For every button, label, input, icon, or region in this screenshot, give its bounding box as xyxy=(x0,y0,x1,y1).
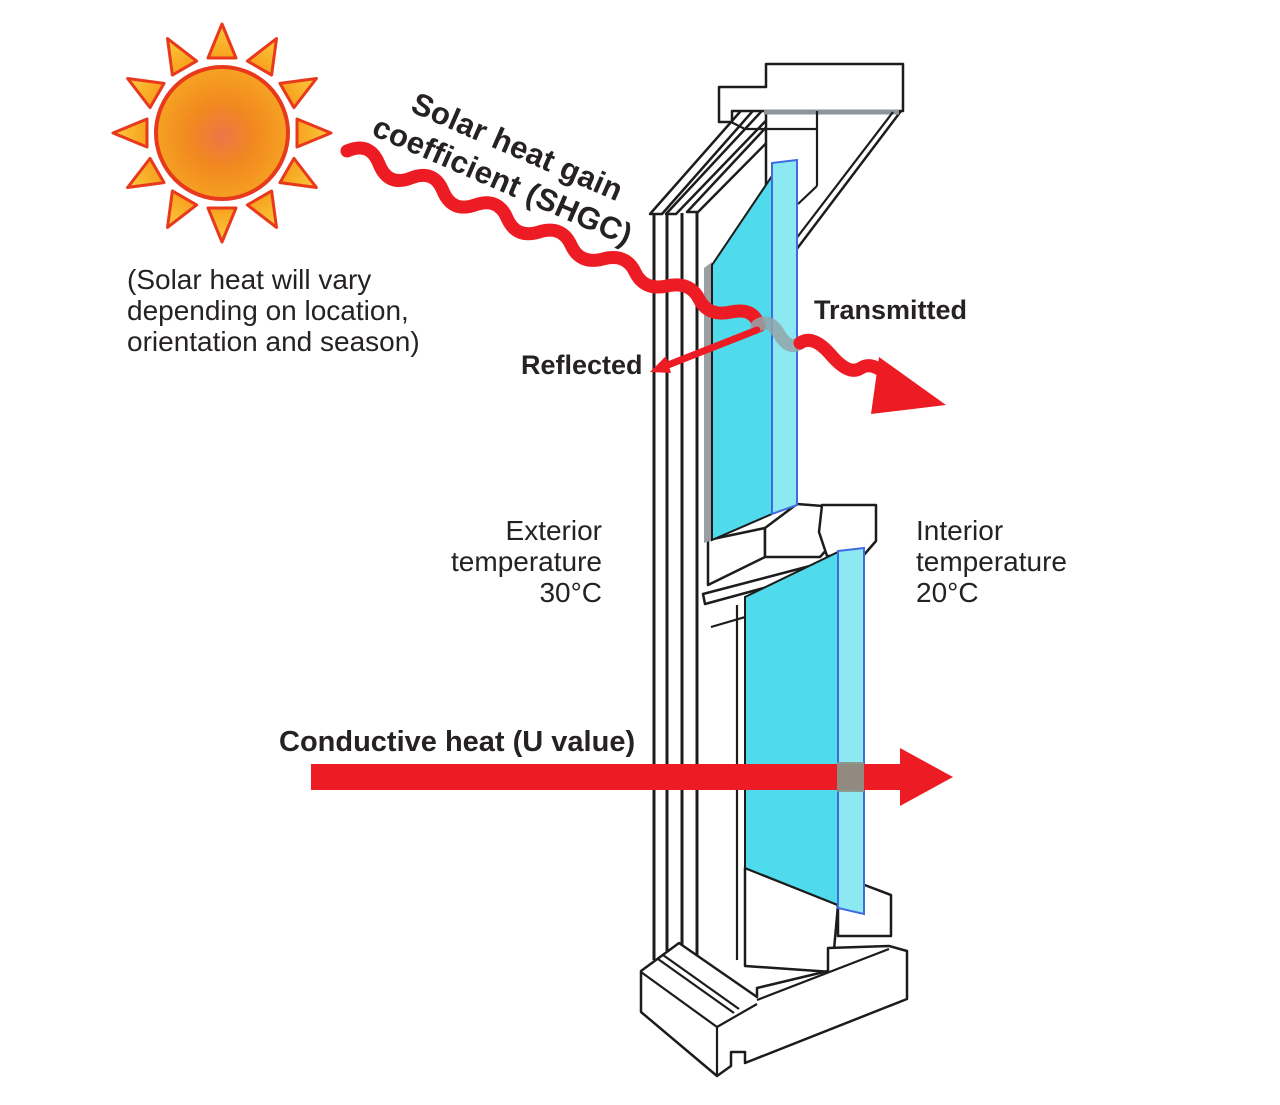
sun-disc xyxy=(154,65,290,201)
lower-sash-top-rail xyxy=(817,503,878,558)
sun-ray xyxy=(153,189,199,236)
conductive-bar xyxy=(311,764,901,790)
sun-ray xyxy=(119,64,166,110)
solar-variability-note: (Solar heat will vary depending on locat… xyxy=(127,264,420,357)
head-pocket-line xyxy=(730,121,746,130)
reflected-label: Reflected xyxy=(521,350,643,380)
sill-silhouette xyxy=(639,941,909,1078)
conductive-arrow xyxy=(311,748,953,806)
head-pocket-line xyxy=(797,185,818,205)
reflected-arrow xyxy=(650,326,761,373)
sill-groove xyxy=(657,958,735,1014)
sill xyxy=(639,941,909,1078)
glass-front-face xyxy=(711,172,773,542)
shgc-wavy-arrow xyxy=(340,141,946,414)
glass-left-edge xyxy=(704,262,712,543)
head-chamfer-line xyxy=(788,111,894,249)
sun-ray xyxy=(206,22,238,60)
glass-edge-strip xyxy=(837,546,865,916)
reflected-arrowhead xyxy=(650,356,671,373)
conductive-arrowhead xyxy=(900,748,953,806)
sun-ray xyxy=(245,189,291,236)
sun-ray xyxy=(245,30,291,77)
reflected-line xyxy=(664,326,761,369)
glass-pane-upper xyxy=(704,158,798,543)
sill-front-top-edge xyxy=(756,947,890,1002)
sun-icon xyxy=(111,22,333,244)
sun-ray xyxy=(206,206,238,244)
sun-ray xyxy=(119,156,166,202)
head-top-slab xyxy=(717,62,905,124)
exterior-temperature-label: Exterior temperature 30°C xyxy=(451,515,602,608)
glass-pane-lower xyxy=(744,546,865,916)
sun-ray xyxy=(278,64,325,110)
sun-ray xyxy=(153,30,199,77)
shgc-wave-incoming xyxy=(340,141,766,333)
glass-front-face xyxy=(744,550,839,907)
interior-temperature-label: Interior temperature 20°C xyxy=(916,515,1067,608)
conductive-heat-label: Conductive heat (U value) xyxy=(279,726,636,758)
transmitted-arrowhead xyxy=(871,357,946,414)
conductive-glass-absorption-patch xyxy=(837,762,864,792)
sill-edge xyxy=(716,1003,758,1028)
sill-edge xyxy=(640,971,718,1028)
transmitted-wave xyxy=(793,333,899,387)
sill-groove xyxy=(662,954,740,1010)
window-frame xyxy=(639,62,909,1078)
sun-ray xyxy=(111,117,149,149)
sun-ray xyxy=(295,117,333,149)
sun-ray xyxy=(278,156,325,202)
meeting-rail xyxy=(701,502,878,629)
sun-rays xyxy=(111,22,333,244)
absorbed-wave-in-glass xyxy=(750,316,807,352)
transmitted-label: Transmitted xyxy=(814,295,968,325)
